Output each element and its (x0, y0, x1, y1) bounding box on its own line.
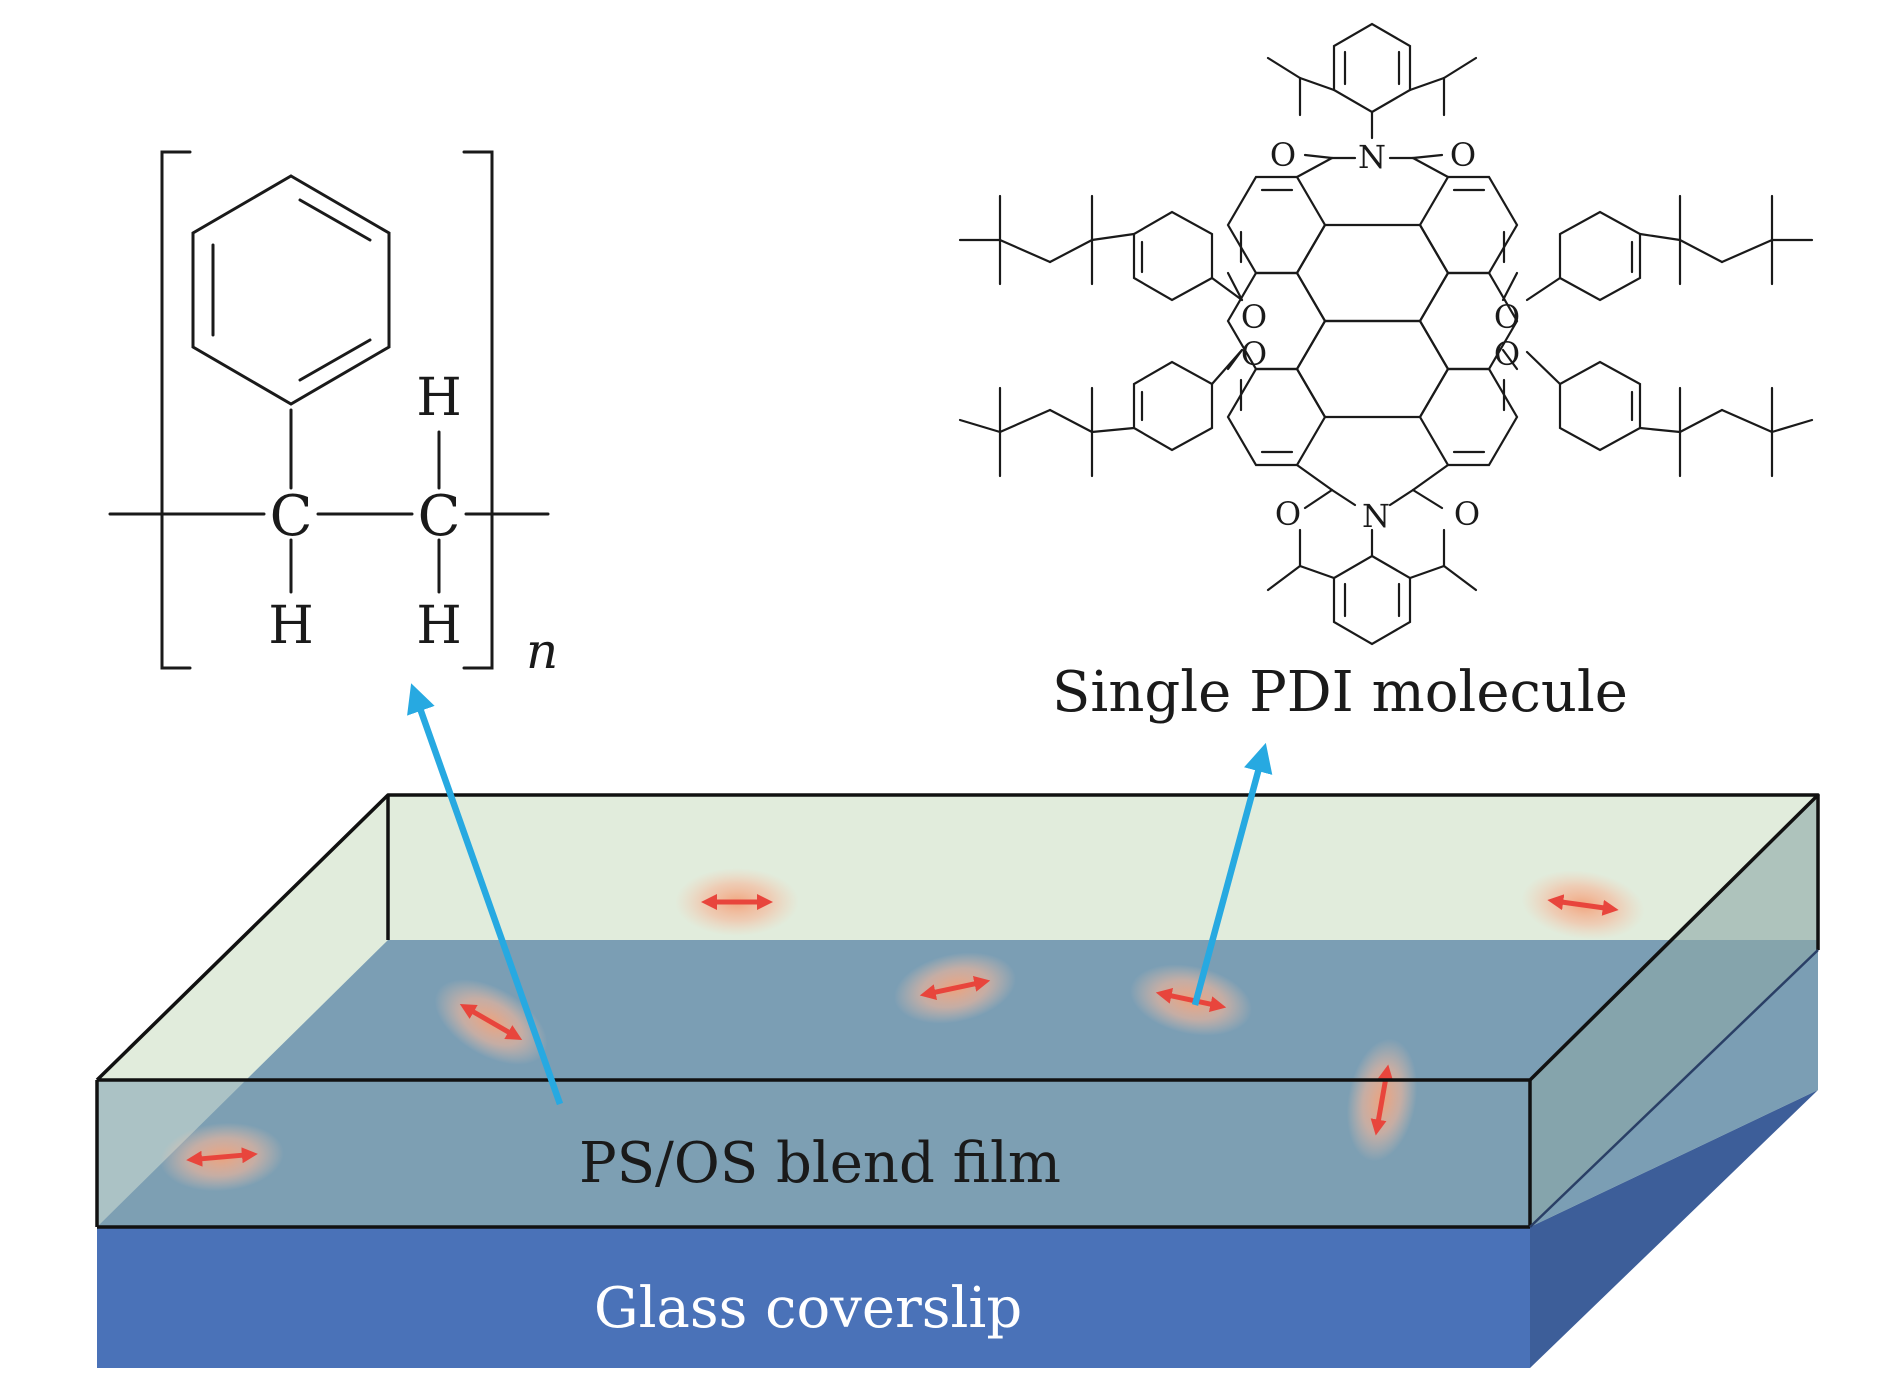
left-bracket (160, 150, 192, 670)
top-imide (1266, 22, 1478, 179)
pdi-label: Single PDI molecule (1052, 660, 1628, 725)
film-label: PS/OS blend film (579, 1131, 1061, 1196)
oxygen-atom: O (1241, 298, 1267, 336)
film-front-face (97, 1080, 1530, 1227)
pointer-arrow-icon (407, 683, 564, 1106)
pdi-dipole (1521, 870, 1645, 940)
nitrogen-atom: N (1362, 497, 1390, 535)
pdi-dipole (893, 952, 1017, 1024)
oxygen-atom: O (1241, 335, 1267, 373)
bottom-imide (1266, 463, 1478, 646)
glass-label: Glass coverslip (594, 1276, 1022, 1341)
repeat-subscript: n (526, 622, 558, 680)
film-outline (95, 793, 1820, 1229)
pdi-dipole (675, 868, 799, 936)
pdi-dipole (1129, 964, 1253, 1036)
film-side-face (1530, 795, 1818, 1227)
carbon-atom-1: C (270, 484, 313, 549)
nitrogen-atom: N (1358, 138, 1386, 176)
carbon-atom-2: C (418, 484, 461, 549)
polystyrene-structure: C C H H H n (108, 150, 558, 680)
double-headed-arrow-icon (919, 976, 991, 1000)
phenoxy-substituents (958, 194, 1814, 478)
pdi-dipole (160, 1122, 284, 1192)
double-headed-arrow-icon (1547, 894, 1619, 916)
oxygen-atom: O (1494, 298, 1520, 336)
hydrogen-atom: H (416, 596, 461, 656)
pointer-arrow-icon (1191, 742, 1273, 1006)
oxygen-atom: O (1454, 495, 1480, 533)
pdi-dipole (434, 979, 548, 1065)
pdi-structure: N O O N O O O O O O (958, 22, 1814, 646)
hydrogen-atom: H (416, 368, 461, 428)
hydrogen-atom: H (268, 596, 313, 656)
oxygen-atom: O (1275, 495, 1301, 533)
double-headed-arrow-icon (1155, 988, 1227, 1012)
benzene-ring (191, 174, 391, 406)
perylene-core (1226, 175, 1519, 467)
double-headed-arrow-icon (186, 1147, 258, 1167)
glass-front-face (97, 1227, 1530, 1368)
oxygen-atom: O (1450, 136, 1476, 174)
right-bracket (462, 150, 494, 670)
dipole-group (160, 868, 1645, 1192)
oxygen-atom: O (1270, 136, 1296, 174)
double-headed-arrow-icon (459, 1003, 523, 1041)
